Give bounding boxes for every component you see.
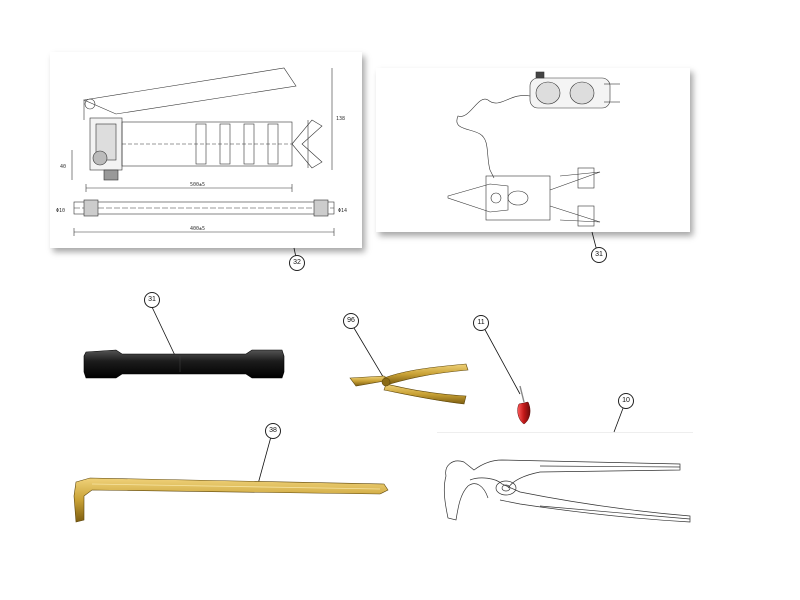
dim-extension-length: 400±5: [190, 226, 205, 232]
leader-lines: [151, 231, 626, 485]
callout-water-pump-pliers: 10: [618, 393, 634, 409]
long-nose-pliers: [349, 363, 469, 405]
dim-dia-right: Φ14: [338, 208, 347, 214]
dim-dia-left: Φ10: [56, 208, 65, 214]
callout-socket-wrench: 31: [144, 292, 160, 308]
water-pump-pliers-drawing-panel: [437, 432, 693, 551]
dim-height-left: 40: [60, 164, 66, 170]
callout-grease-gun: 32: [289, 255, 305, 271]
callout-screwdriver: 11: [473, 315, 489, 331]
callout-long-nose-pliers: 96: [343, 313, 359, 329]
grease-gun-drawing: [71, 67, 335, 236]
callout-cable-cutter: 31: [591, 247, 607, 263]
screwdriver: [517, 385, 531, 425]
pry-bar: [73, 477, 389, 523]
cable-cutter-drawing: [447, 71, 620, 227]
socket-wrench: [83, 349, 285, 379]
callout-pry-bar: 38: [265, 423, 281, 439]
dim-grease-gun-length: 500±5: [190, 182, 205, 188]
dim-height-right: 138: [336, 116, 345, 122]
water-pump-pliers-drawing: [443, 459, 691, 523]
